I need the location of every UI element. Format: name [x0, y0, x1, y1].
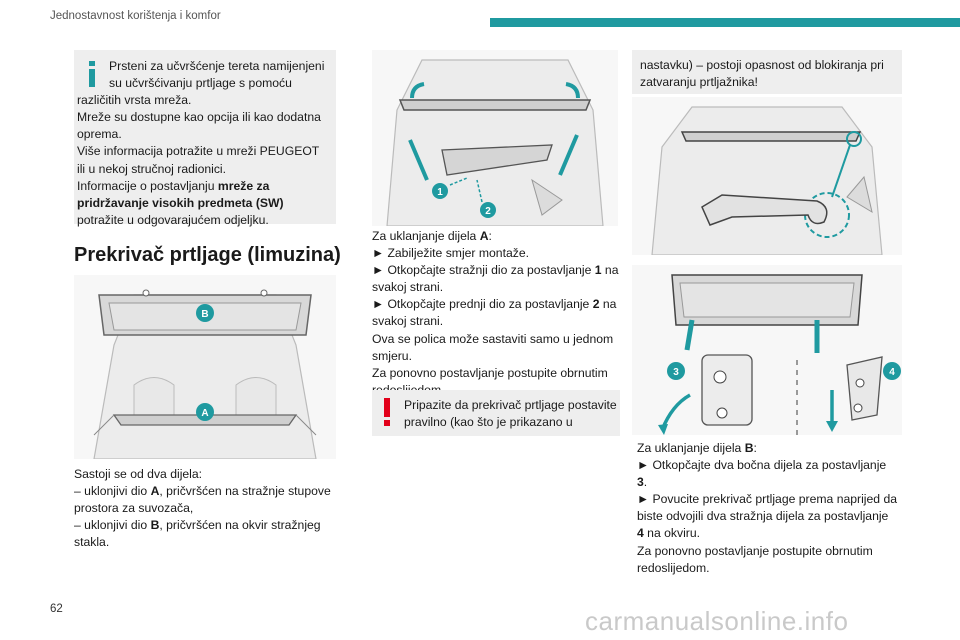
info-line: ili u nekoj stručnoj radionici.: [77, 161, 227, 176]
warning-text-continued: nastavku) – postoji opasnost od blokiran…: [640, 57, 900, 91]
running-header: Jednostavnost korištenja i komfor: [50, 10, 221, 22]
text-line: Za ponovno postavljanje postupite obrnut…: [372, 365, 608, 380]
warning-line: pravilno (kao što je prikazano u: [404, 415, 573, 430]
part-ref: A: [479, 229, 489, 243]
text-line: Za ponovno postavljanje postupite obrnut…: [637, 543, 873, 558]
text-line: na: [599, 297, 617, 312]
page-number: 62: [50, 603, 63, 615]
part-ref: 2: [592, 297, 600, 312]
step-line: ► Otkopčajte dva bočna dijela za postavl…: [637, 458, 887, 473]
remove-part-b-instructions: Za uklanjanje dijela B: ► Otkopčajte dva…: [637, 440, 907, 577]
info-line: Mreže su dostupne kao opcija ili kao dod…: [77, 110, 321, 125]
text-line: na: [601, 263, 619, 278]
text-line: Za uklanjanje dijela: [372, 229, 480, 243]
part-ref: B: [150, 518, 160, 533]
text-line: – uklonjivi dio: [74, 484, 151, 499]
figure-blocking-risk: [632, 97, 902, 255]
warning-box: [372, 390, 620, 436]
text-line: svakoj strani.: [372, 280, 444, 295]
watermark: carmanualsonline.info: [585, 606, 849, 636]
text-line: :: [488, 229, 492, 243]
step-line: ► Otkopčajte prednji dio za postavljanje: [372, 297, 593, 312]
text-line: redoslijedom.: [637, 560, 710, 575]
section-heading: Prekrivač prtljage (limuzina): [74, 244, 341, 266]
info-line: Više informacija potražite u mreži PEUGE…: [77, 144, 320, 159]
part-ref: 3: [637, 475, 644, 490]
info-line: različitih vrsta mreža.: [77, 93, 192, 108]
info-text: Prsteni za učvršćenje tereta namijenjeni…: [77, 58, 329, 229]
info-icon: [89, 61, 95, 87]
warning-line: nastavku) – postoji opasnost od blokiran…: [640, 58, 884, 72]
text-line: na okviru.: [643, 526, 701, 541]
figure-remove-part-a: 1 2: [372, 50, 618, 226]
text-line: Sastoji se od dva dijela:: [74, 467, 203, 481]
part-ref: 1: [594, 263, 602, 278]
figure-remove-part-b: 3 4: [632, 265, 902, 435]
warning-line: Pripazite da prekrivač prtljage postavit…: [404, 398, 617, 412]
text-line: – uklonjivi dio: [74, 518, 151, 533]
warning-icon: [384, 398, 390, 426]
callout-b: B: [201, 309, 208, 320]
part-ref: B: [744, 441, 754, 455]
info-line: oprema.: [77, 127, 122, 142]
info-bold: pridržavanje visokih predmeta (SW): [77, 195, 284, 210]
parts-description: Sastoji se od dva dijela: – uklonjivi di…: [74, 466, 339, 551]
text-line: Ova se polica može sastaviti samo u jedn…: [372, 331, 614, 346]
text-line: biste odvojili dva stražnja dijela za po…: [637, 509, 889, 524]
text-line: .: [643, 475, 648, 490]
part-ref: 4: [637, 526, 644, 541]
step-line: ► Zabilježite smjer montaže.: [372, 246, 530, 261]
warning-text: Pripazite da prekrivač prtljage postavit…: [404, 397, 619, 431]
info-line: Prsteni za učvršćenje tereta namijenjeni: [109, 59, 325, 73]
text-line: , pričvršćen na stražnje stupove: [159, 484, 331, 499]
text-line: Za uklanjanje dijela: [637, 441, 745, 455]
text-line: stakla.: [74, 535, 110, 550]
text-line: prostora za suvozača,: [74, 501, 194, 516]
warning-box-continued: [632, 50, 902, 94]
text-line: , pričvršćen na okvir stražnjeg: [159, 518, 321, 533]
remove-part-a-instructions: Za uklanjanje dijela A: ► Zabilježite sm…: [372, 228, 622, 399]
info-box: [74, 50, 336, 224]
text-line: :: [753, 441, 757, 455]
text-line: smjeru.: [372, 348, 412, 363]
info-bold: mreže za: [217, 178, 270, 193]
header-accent-bar: [490, 18, 960, 27]
figure-luggage-cover-parts: B A: [74, 275, 336, 459]
callout-3: 3: [673, 367, 679, 378]
info-line: Informacije o postavljanju: [77, 178, 215, 193]
text-line: svakoj strani.: [372, 314, 444, 329]
info-line: potražite u odgovarajućem odjeljku.: [77, 212, 269, 227]
callout-1: 1: [437, 187, 443, 198]
part-ref: A: [150, 484, 160, 499]
callout-4: 4: [889, 367, 895, 378]
info-line: su učvršćivanju prtljage s pomoću: [109, 76, 292, 91]
callout-2: 2: [485, 206, 491, 217]
callout-a: A: [201, 408, 208, 419]
step-line: ► Povucite prekrivač prtljage prema napr…: [637, 492, 898, 507]
warning-line: zatvaranju prtljažnika!: [640, 75, 758, 90]
step-line: ► Otkopčajte stražnji dio za postavljanj…: [372, 263, 595, 278]
